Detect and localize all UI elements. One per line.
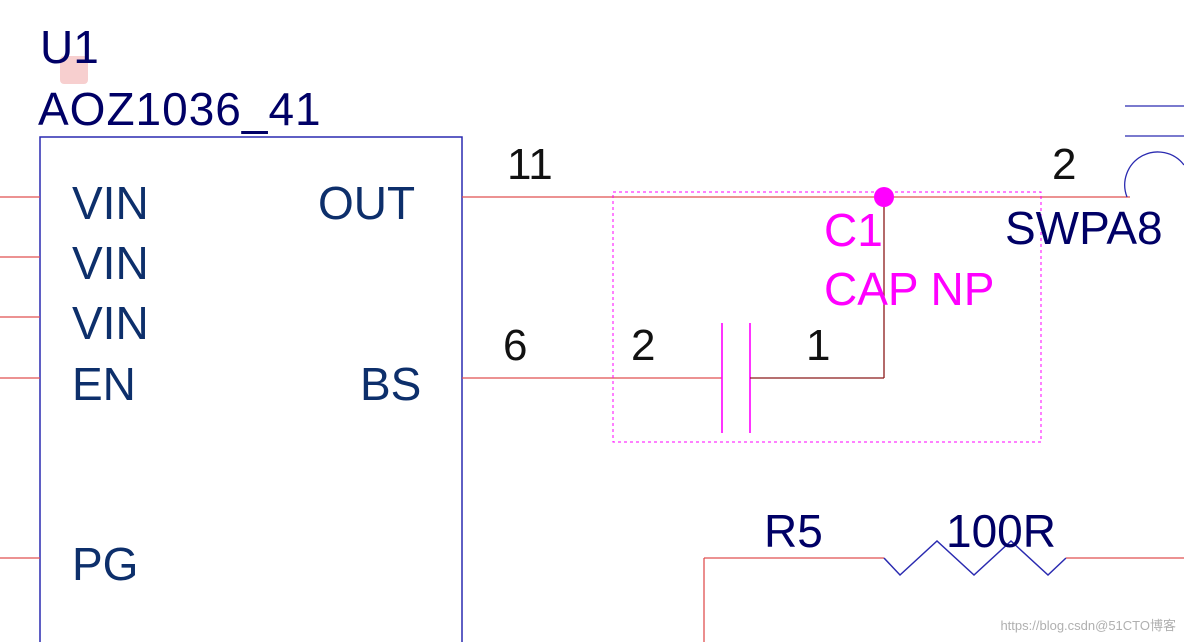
pin-number-out: 11 [507, 140, 553, 189]
r5-value: 100R [946, 505, 1056, 557]
u1-pin-bs: BS [360, 358, 422, 410]
u1-pin-pg: PG [72, 538, 139, 590]
connector-arc[interactable] [1124, 151, 1184, 198]
u1-pin-vin-1: VIN [72, 177, 149, 229]
magnify-icon[interactable] [60, 56, 88, 84]
pin-number-bs: 6 [503, 321, 528, 370]
selection-box [612, 191, 1042, 443]
u1-pin-vin-2: VIN [72, 237, 149, 289]
u1-pin-en: EN [72, 358, 136, 410]
u1-part-number: AOZ1036_41 [38, 83, 322, 135]
u1-body[interactable] [39, 136, 463, 642]
watermark: https://blog.csdn@51CTO博客 [1000, 618, 1176, 633]
c1-value: CAP NP [824, 263, 995, 315]
connector-pin-number: 2 [1052, 140, 1077, 189]
u1-pin-vin-3: VIN [72, 297, 149, 349]
c1-pin-left: 2 [631, 321, 656, 370]
u1-designator: U1 [40, 21, 99, 73]
u1-pin-out: OUT [318, 177, 416, 229]
c1-designator: C1 [824, 204, 883, 256]
r5-body[interactable] [883, 539, 1067, 577]
r5-designator: R5 [764, 505, 823, 557]
connector-label: SWPA8 [1005, 202, 1163, 254]
c1-pin-right: 1 [806, 321, 831, 370]
